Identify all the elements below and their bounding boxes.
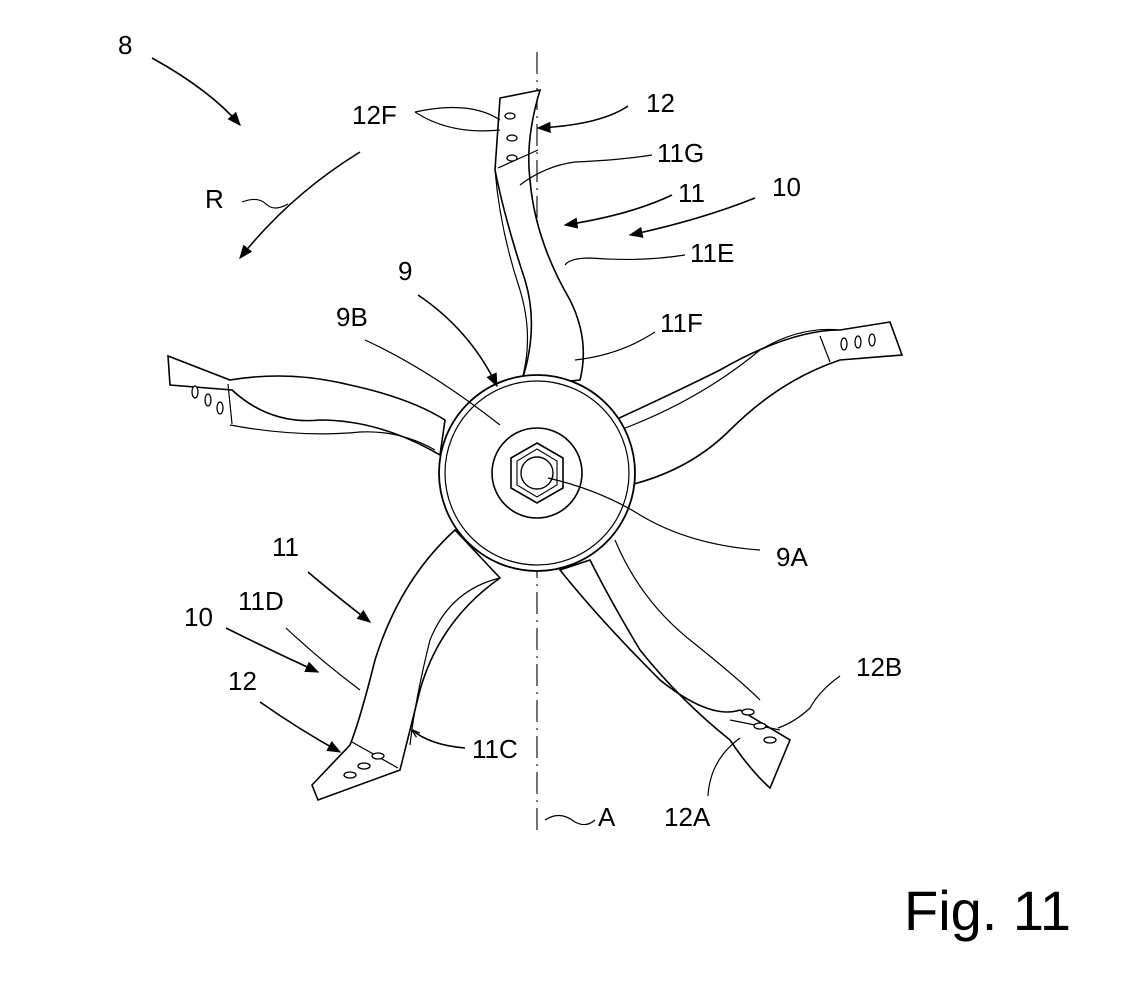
blade-right — [615, 322, 902, 485]
label-10-bottom: 10 — [184, 602, 213, 632]
blade-left — [168, 356, 445, 455]
blade-bottom-right — [560, 540, 790, 788]
label-12-top: 12 — [646, 88, 675, 118]
label-9: 9 — [398, 256, 412, 286]
label-9a: 9A — [776, 542, 808, 572]
label-11-bottom: 11 — [272, 532, 299, 562]
label-12b: 12B — [856, 652, 902, 682]
figure-caption: Fig. 11 — [904, 879, 1071, 942]
label-10-top: 10 — [772, 172, 801, 202]
label-12a: 12A — [664, 802, 711, 832]
label-12f: 12F — [352, 100, 397, 130]
label-a: A — [598, 802, 616, 832]
label-9b: 9B — [336, 302, 368, 332]
label-8: 8 — [118, 30, 132, 60]
label-11g: 11G — [657, 138, 704, 168]
label-r: R — [205, 184, 224, 214]
label-11e: 11E — [690, 238, 734, 268]
hub — [439, 375, 635, 571]
label-11d: 11D — [238, 586, 284, 616]
label-11-top: 11 — [678, 178, 705, 208]
blade-top — [495, 90, 583, 386]
label-11f: 11F — [660, 308, 703, 338]
label-12-bottom: 12 — [228, 666, 257, 696]
label-11c: 11C — [472, 734, 518, 764]
